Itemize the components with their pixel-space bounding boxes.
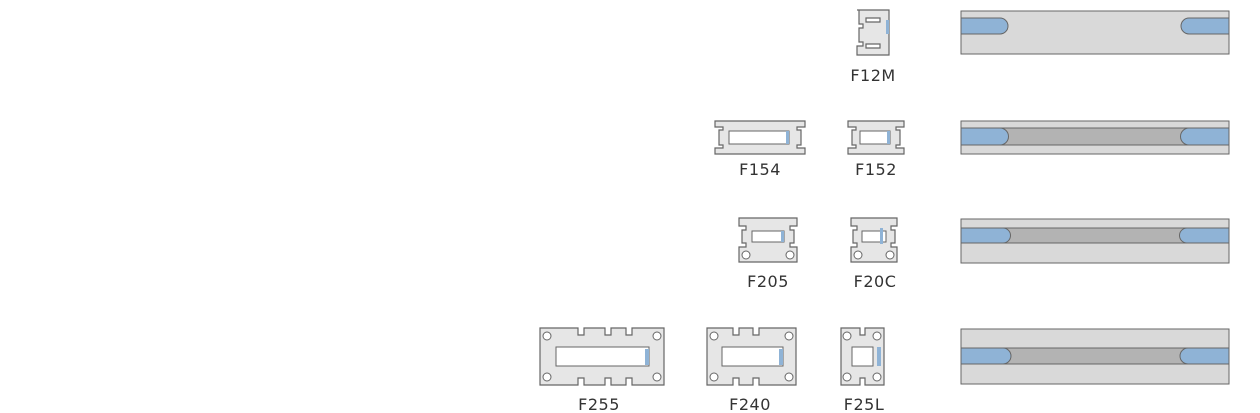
profile-f20c-bore-left — [853, 250, 863, 260]
profile-f25l-bore-tr — [872, 331, 882, 341]
bar-row3-slot-right — [1179, 227, 1230, 244]
profile-f240: F240 — [706, 327, 797, 413]
profile-f25l-bore-tl — [842, 331, 852, 341]
bar-row4 — [960, 328, 1230, 385]
profile-f152-label: F152 — [855, 160, 897, 179]
profile-f240-bore-tr — [784, 331, 794, 341]
profile-f205-label: F205 — [747, 272, 789, 291]
profile-f12m-label: F12M — [850, 66, 895, 85]
profile-f20c: F20C — [850, 217, 898, 291]
profile-f25l-label: F25L — [844, 395, 884, 413]
bar-row3-slot-left — [960, 227, 1011, 244]
bar-f12m-slot-left — [960, 17, 1009, 35]
bar-f12m — [960, 10, 1230, 55]
bar-row2-channel — [999, 127, 1191, 146]
profile-f240-slot — [779, 349, 783, 365]
profile-f154-slot — [786, 131, 789, 144]
bar-row3-channel — [999, 227, 1191, 244]
profile-f25l-inner — [851, 346, 874, 367]
bar-row2-slot-left — [960, 127, 1009, 146]
bar-row4-channel — [999, 347, 1191, 365]
profile-f255-bore-br — [652, 372, 662, 382]
profile-f20c-slot — [880, 228, 883, 244]
profile-f25l-bore-bl — [842, 372, 852, 382]
profile-f25l-bore-br — [872, 372, 882, 382]
profile-f152: F152 — [847, 120, 905, 179]
profile-f20c-inner — [861, 230, 887, 243]
profile-f255-bore-tl — [542, 331, 552, 341]
profile-f255-inner — [555, 346, 650, 367]
profile-f12m-shape — [856, 9, 890, 56]
bar-row2-slot-right — [1180, 127, 1230, 146]
profile-f255: F255 — [539, 327, 665, 413]
profile-f240-label: F240 — [729, 395, 771, 413]
profile-f240-inner — [721, 346, 784, 367]
bar-row2 — [960, 120, 1230, 155]
profile-f12m-slot — [886, 20, 889, 34]
profile-f20c-label: F20C — [854, 272, 897, 291]
bar-row3 — [960, 218, 1230, 264]
profile-f154-label: F154 — [739, 160, 781, 179]
profile-f255-bore-bl — [542, 372, 552, 382]
profile-f240-bore-tl — [709, 331, 719, 341]
profile-f240-bore-bl — [709, 372, 719, 382]
profile-f152-slot — [887, 131, 890, 144]
profile-f154-inner — [728, 130, 790, 145]
profile-f255-label: F255 — [578, 395, 620, 413]
profile-f205-inner — [751, 230, 785, 243]
profile-f255-bore-tr — [652, 331, 662, 341]
profile-f152-inner — [859, 130, 891, 145]
profile-f240-bore-br — [784, 372, 794, 382]
profile-f205-bore-left — [741, 250, 751, 260]
bar-row4-slot-right — [1179, 347, 1230, 365]
bar-row4-slot-left — [960, 347, 1012, 365]
bar-f12m-slot-right — [1180, 17, 1230, 35]
profile-f25l-slot — [877, 347, 881, 366]
profile-f25l: F25L — [840, 327, 885, 413]
profile-f205-bore-right — [785, 250, 795, 260]
profile-f205: F205 — [738, 217, 798, 291]
profile-f255-slot — [645, 349, 649, 365]
profile-f20c-bore-right — [885, 250, 895, 260]
profile-f205-slot — [781, 231, 784, 242]
profile-f12m: F12M — [850, 9, 895, 85]
profile-f154: F154 — [714, 120, 806, 179]
